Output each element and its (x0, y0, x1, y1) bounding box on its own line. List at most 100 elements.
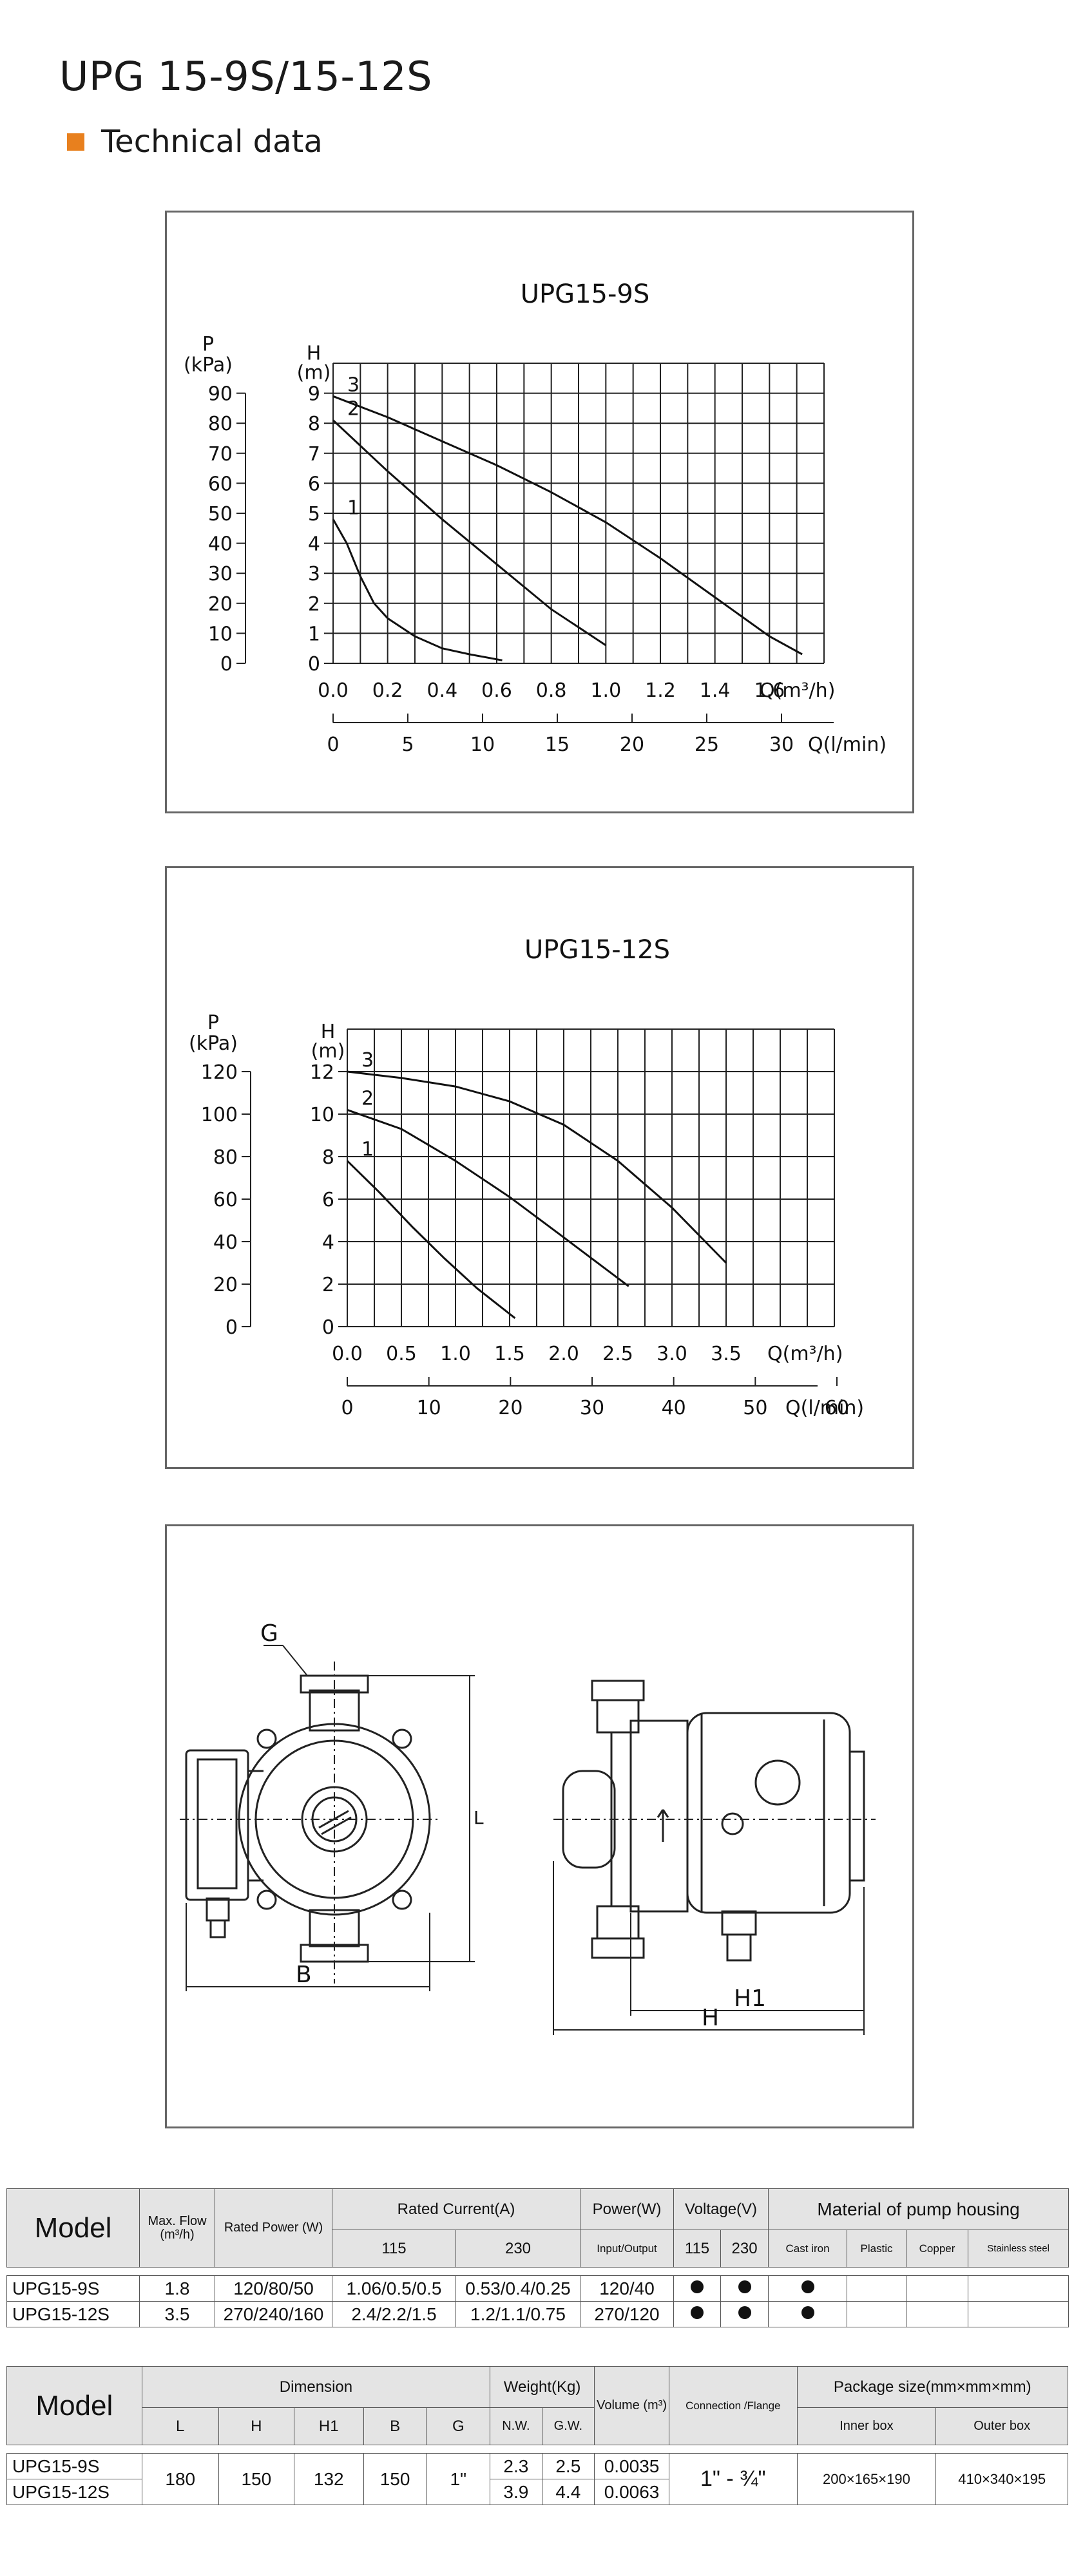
h-tick-label: 9 (308, 383, 320, 406)
h-tick-label: 1 (308, 623, 320, 645)
x2-tick-label: 30 (580, 1397, 604, 1419)
header-rated-power: Rated Power (W) (215, 2188, 332, 2268)
header-voltage-230: 230 (720, 2230, 769, 2268)
x-tick-label: 0.8 (536, 679, 567, 702)
p-tick-label: 60 (213, 1189, 238, 1211)
x-tick-label: 1.0 (440, 1343, 471, 1365)
curve-label-2: 2 (361, 1087, 374, 1110)
cell-rated-power: 270/240/160 (215, 2301, 332, 2327)
x-axis-label: Q(m³/h) (760, 679, 835, 702)
curve-series-2 (332, 419, 607, 647)
header-h: H (218, 2407, 294, 2445)
x2-tick-label: 20 (498, 1397, 523, 1419)
curve-label-3: 3 (361, 1049, 374, 1072)
cell-nw: 3.9 (490, 2479, 542, 2505)
x2-tick-label: 15 (545, 734, 570, 756)
h-tick-label: 3 (308, 563, 320, 585)
h-tick-label: 10 (310, 1104, 334, 1126)
cell-volume: 0.0035 (594, 2453, 670, 2479)
p-axis-unit: (kPa) (189, 1032, 238, 1055)
table-row: UPG15-12S 3.9 4.4 0.0063 (6, 2479, 1068, 2505)
cell-input-output: 270/120 (580, 2301, 675, 2327)
h-tick-label: 0 (322, 1316, 334, 1339)
p-tick-label: 120 (201, 1061, 238, 1084)
label-b: B (296, 1962, 312, 1988)
check-dot-icon (691, 2306, 704, 2319)
header-current-115: 115 (332, 2230, 456, 2268)
chart-title: UPG15-9S (521, 279, 650, 309)
table-row: UPG15-12S 3.5 270/240/160 2.4/2.2/1.5 1.… (6, 2301, 1069, 2327)
h-tick-label: 4 (322, 1231, 334, 1254)
cell-cast-iron (768, 2301, 848, 2327)
x-tick-label: 0.6 (481, 679, 512, 702)
header-max-flow: Max. Flow (m³/h) (139, 2188, 215, 2268)
label-h: H (702, 2005, 719, 2031)
cell-h: 150 (218, 2453, 294, 2505)
check-dot-icon (738, 2280, 751, 2293)
x-axis-label: Q(m³/h) (767, 1343, 843, 1365)
h-tick-label: 8 (308, 413, 320, 435)
h-tick-label: 0 (308, 653, 320, 676)
header-stainless-steel: Stainless steel (968, 2230, 1069, 2268)
x-tick-label: 0.2 (372, 679, 403, 702)
header-input-output: Input/Output (580, 2230, 675, 2268)
x-tick-label: 1.0 (590, 679, 621, 702)
x2-axis-label: Q(l/min) (808, 734, 887, 756)
x-tick-label: 0.0 (332, 1343, 363, 1365)
cell-nw: 2.3 (490, 2453, 542, 2479)
p-tick-label: 80 (213, 1146, 238, 1169)
check-dot-icon (738, 2306, 751, 2319)
h-tick-label: 2 (322, 1274, 334, 1296)
x-tick-label: 3.0 (657, 1343, 687, 1365)
header-gw: G.W. (541, 2407, 595, 2445)
header-model: Model (6, 2188, 140, 2268)
label-g: G (260, 1620, 278, 1647)
h-tick-label: 8 (322, 1146, 334, 1169)
check-dot-icon (691, 2280, 704, 2293)
h-axis-label: H (307, 343, 321, 365)
header-package-size: Package size(mm×mm×mm) (796, 2366, 1069, 2408)
cell-outer-box: 410×340×195 (935, 2453, 1068, 2505)
header-g: G (426, 2407, 491, 2445)
cell-voltage-230 (720, 2301, 769, 2327)
curve-label-1: 1 (347, 497, 360, 519)
header-model: Model (6, 2366, 142, 2445)
p-tick-label: 80 (208, 413, 233, 435)
p-tick-label: 10 (208, 623, 233, 645)
x-tick-label: 1.2 (645, 679, 676, 702)
h-tick-label: 6 (322, 1189, 334, 1211)
p-tick-label: 0 (225, 1316, 238, 1339)
cell-flow: 1.8 (139, 2275, 215, 2302)
cell-g: 1" (426, 2453, 491, 2505)
curve-series-3 (332, 395, 803, 656)
h-axis-label: H (321, 1021, 336, 1043)
cell-plastic (847, 2275, 907, 2302)
p-axis-label: P (202, 334, 214, 356)
dimension-spec-table: Model Dimension Weight(Kg) Volume (m³) C… (6, 2366, 1069, 2505)
x2-axis-label: Q(l/min) (785, 1397, 864, 1419)
section-heading-label: Technical data (101, 124, 323, 160)
header-material: Material of pump housing (768, 2188, 1069, 2230)
header-plastic: Plastic (847, 2230, 907, 2268)
x2-tick-label: 30 (769, 734, 794, 756)
x-tick-label: 0.5 (386, 1343, 417, 1365)
header-b: B (363, 2407, 427, 2445)
h-tick-label: 2 (308, 593, 320, 616)
x-tick-label: 1.4 (700, 679, 731, 702)
cell-stainless (968, 2301, 1069, 2327)
h-tick-label: 5 (308, 503, 320, 526)
cell-cast-iron (768, 2275, 848, 2302)
h-tick-label: 12 (310, 1061, 334, 1084)
x-tick-label: 2.0 (548, 1343, 579, 1365)
cell-input-output: 120/40 (580, 2275, 675, 2302)
header-h1: H1 (293, 2407, 364, 2445)
p-tick-label: 20 (213, 1274, 238, 1296)
section-heading: Technical data (67, 124, 323, 160)
header-inner-box: Inner box (796, 2407, 937, 2445)
electrical-spec-table: Model Max. Flow (m³/h) Rated Power (W) R… (6, 2188, 1069, 2327)
cell-b: 150 (363, 2453, 427, 2505)
cell-model: UPG15-9S (6, 2275, 140, 2302)
p-tick-label: 0 (220, 653, 233, 676)
